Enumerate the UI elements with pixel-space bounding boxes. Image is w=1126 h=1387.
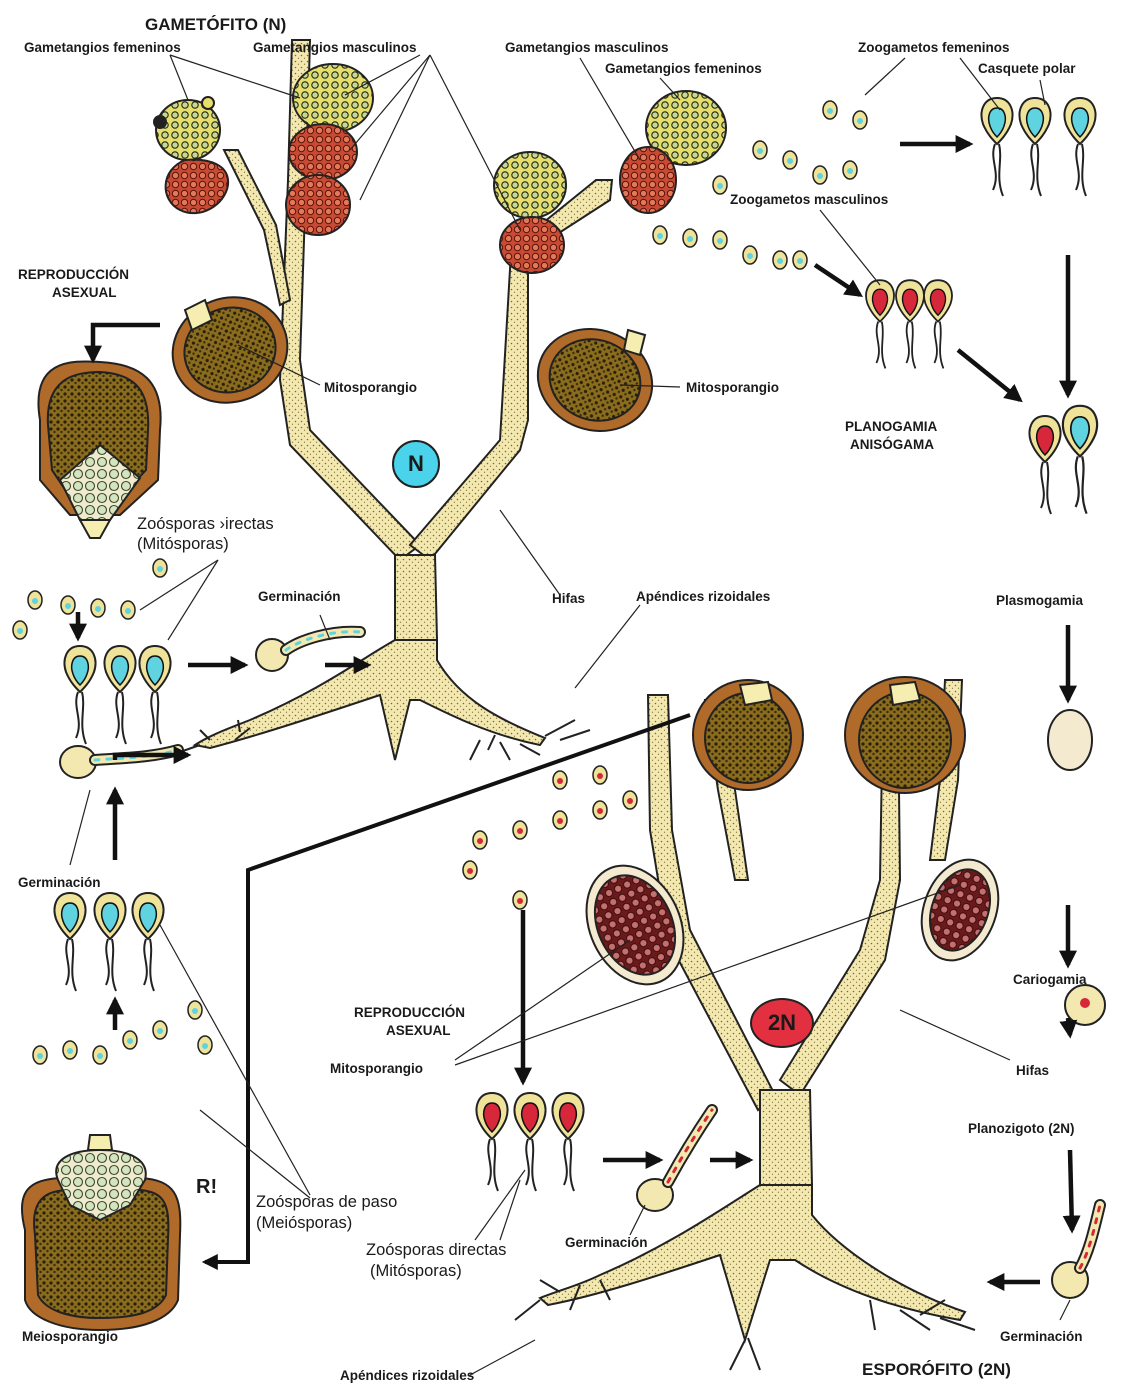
label-zoosporas-de-paso-b: (Meiósporas) <box>256 1214 352 1232</box>
zoospore <box>477 1093 508 1191</box>
label-mitosporangio-1: Mitosporangio <box>324 381 417 396</box>
label-mitosporangio-3: Mitosporangio <box>330 1062 423 1077</box>
label-gametangios-femeninos-1: Gametangios femeninos <box>24 41 181 56</box>
label-cariogamia: Cariogamia <box>1013 973 1087 988</box>
zoospore <box>896 280 924 368</box>
label-mitosporangio-2: Mitosporangio <box>686 381 779 396</box>
zoospore <box>95 893 126 991</box>
label-apendices-rizoidales-1: Apéndices rizoidales <box>636 590 770 605</box>
label-germinacion-1: Germinación <box>258 590 341 605</box>
label-germinacion-2: Germinación <box>18 876 101 891</box>
zoospore <box>515 1093 546 1191</box>
label-zoosporas-directas-1b: (Mitósporas) <box>137 535 229 553</box>
meiosporangium-drawing <box>22 1135 180 1330</box>
label-zoosporas-de-paso-a: Zoósporas de paso <box>256 1193 397 1211</box>
zoospore <box>866 280 894 368</box>
meiosis-path-line <box>205 715 690 1262</box>
gametophyte-title: GAMETÓFITO (N) <box>145 16 286 35</box>
zoospore <box>1030 416 1061 514</box>
label-reproduccion-asexual-1b: ASEXUAL <box>52 286 117 301</box>
label-anisogama: ANISÓGAMA <box>850 438 934 453</box>
label-hifas-2: Hifas <box>1016 1064 1049 1079</box>
label-germinacion-3: Germinación <box>565 1236 648 1251</box>
zoospore <box>65 646 96 744</box>
zoospore <box>553 1093 584 1191</box>
zoospore <box>140 646 171 744</box>
label-germinacion-4: Germinación <box>1000 1330 1083 1345</box>
asexual-sporangium-left <box>38 361 160 538</box>
label-gametangios-masculinos-1: Gametangios masculinos <box>253 41 417 56</box>
sporophyte-title: ESPORÓFITO (2N) <box>862 1361 1011 1380</box>
diploid-badge: 2N <box>750 998 814 1048</box>
label-zoosporas-directas-2b: (Mitósporas) <box>370 1262 462 1280</box>
label-planozigoto: Planozigoto (2N) <box>968 1122 1075 1137</box>
label-zoosporas-directas-1a: Zoósporas ›irectas <box>137 515 274 533</box>
zoospore <box>1063 406 1097 514</box>
label-r-meiosis: R! <box>196 1176 217 1198</box>
zoospore <box>1065 98 1096 196</box>
label-casquete-polar: Casquete polar <box>978 62 1076 77</box>
label-gametangios-femeninos-2: Gametangios femeninos <box>605 62 762 77</box>
label-zoogametos-femeninos: Zoogametos femeninos <box>858 41 1010 56</box>
label-zoogametos-masculinos: Zoogametos masculinos <box>730 193 888 208</box>
label-meiosporangio: Meiosporangio <box>22 1330 118 1345</box>
zoospore <box>133 893 164 991</box>
label-apendices-rizoidales-2: Apéndices rizoidales <box>340 1369 474 1384</box>
label-gametangios-masculinos-2: Gametangios masculinos <box>505 41 669 56</box>
label-reproduccion-asexual-1a: REPRODUCCIÓN <box>18 268 129 283</box>
zoospore <box>105 646 136 744</box>
zoospore <box>1020 98 1051 196</box>
label-planogamia: PLANOGAMIA <box>845 420 937 435</box>
zoospore <box>924 280 952 368</box>
germinating-cell <box>1048 710 1092 770</box>
label-plasmogamia: Plasmogamia <box>996 594 1083 609</box>
zoospore <box>55 893 86 991</box>
haploid-badge: N <box>392 440 440 488</box>
label-reproduccion-asexual-2b: ASEXUAL <box>386 1024 451 1039</box>
gametophyte-mitosporangia <box>158 281 667 447</box>
label-zoosporas-directas-2a: Zoósporas directas <box>366 1241 506 1259</box>
label-reproduccion-asexual-2a: REPRODUCCIÓN <box>354 1006 465 1021</box>
label-hifas-1: Hifas <box>552 592 585 607</box>
zoospore <box>982 98 1013 196</box>
